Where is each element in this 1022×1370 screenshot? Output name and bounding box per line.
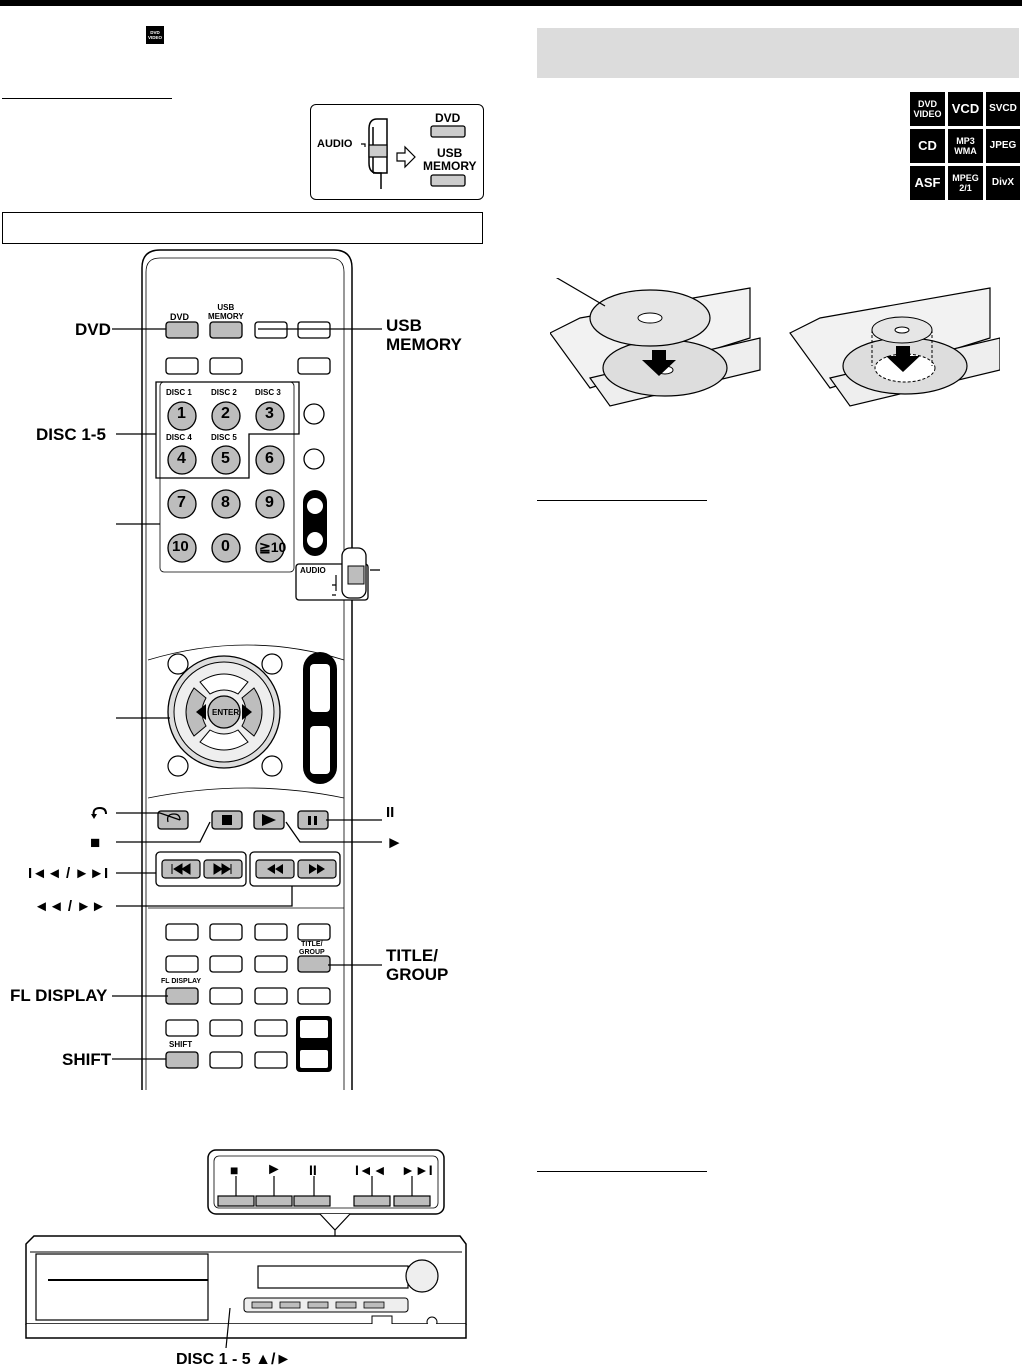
remote-disc1-label: DISC 1 bbox=[166, 388, 192, 397]
remote-audio-label: AUDIO bbox=[300, 566, 326, 575]
audio-switch-audio-label: AUDIO bbox=[317, 138, 353, 150]
unit-next-label: ►►I bbox=[401, 1162, 433, 1178]
num-3-button[interactable]: 3 bbox=[265, 405, 274, 422]
dvd-video-badge-small: DVD VIDEO bbox=[146, 26, 164, 44]
num-plus10-button[interactable]: ≧10 bbox=[259, 539, 287, 555]
note-box bbox=[2, 212, 483, 244]
enter-button[interactable]: ENTER bbox=[212, 708, 240, 717]
audio-switch-dvd-label: DVD bbox=[435, 111, 461, 125]
label-pause: II bbox=[386, 804, 395, 821]
top-rule bbox=[0, 0, 1022, 6]
label-shift: SHIFT bbox=[62, 1050, 112, 1069]
audio-switch-illustration: AUDIO DVD USB MEMORY bbox=[310, 104, 484, 200]
main-unit bbox=[25, 1149, 467, 1348]
remote-disc5-label: DISC 5 bbox=[211, 433, 237, 442]
heading-underline bbox=[2, 98, 172, 99]
num-10-button[interactable]: 10 bbox=[172, 538, 189, 555]
num-0-button[interactable]: 0 bbox=[221, 538, 230, 555]
remote-title-group-button-text[interactable]: TITLE/GROUP bbox=[299, 941, 325, 956]
num-4-button[interactable]: 4 bbox=[177, 450, 186, 467]
remote-disc3-label: DISC 3 bbox=[255, 388, 281, 397]
label-search: ◄◄ / ►► bbox=[34, 898, 106, 915]
badge-vcd: VCD bbox=[948, 92, 983, 126]
label-unit-disc: DISC 1 - 5 ▲/► bbox=[176, 1351, 292, 1368]
remote-shift-button-text[interactable]: SHIFT bbox=[169, 1040, 193, 1049]
label-skip: I◄◄ / ►►I bbox=[28, 865, 109, 882]
heading-underline-2 bbox=[537, 500, 707, 501]
badge-svcd: SVCD bbox=[986, 92, 1020, 126]
label-dvd: DVD bbox=[75, 320, 111, 339]
num-6-button[interactable]: 6 bbox=[265, 450, 274, 467]
label-fl-display: FL DISPLAY bbox=[10, 986, 108, 1005]
num-9-button[interactable]: 9 bbox=[265, 494, 274, 511]
badge-cd: CD bbox=[910, 129, 945, 163]
badge-divx: DivX bbox=[986, 166, 1020, 200]
label-disc-1-5: DISC 1-5 bbox=[36, 425, 106, 444]
badge-asf: ASF bbox=[910, 166, 945, 200]
num-1-button[interactable]: 1 bbox=[177, 405, 186, 422]
repeat-icon bbox=[91, 806, 107, 819]
disc-loading-illustrations bbox=[550, 278, 1000, 407]
disc-loading-left bbox=[550, 278, 761, 407]
heading-underline-3 bbox=[537, 1171, 707, 1172]
audio-switch-usb-label: USB bbox=[437, 146, 463, 160]
num-2-button[interactable]: 2 bbox=[221, 405, 230, 422]
audio-switch-memory-label: MEMORY bbox=[423, 159, 477, 173]
disc-loading-right bbox=[789, 287, 1000, 407]
audio-switch-drawing bbox=[361, 118, 466, 189]
label-stop: ■ bbox=[90, 833, 101, 852]
unit-pause-label: II bbox=[309, 1162, 317, 1178]
label-play: ► bbox=[386, 833, 403, 852]
remote-control bbox=[141, 249, 369, 1090]
remote-disc2-label: DISC 2 bbox=[211, 388, 237, 397]
remote-dvd-button-text[interactable]: DVD bbox=[170, 312, 190, 322]
num-7-button[interactable]: 7 bbox=[177, 494, 186, 511]
badge-jpeg: JPEG bbox=[986, 129, 1020, 163]
section-heading-box bbox=[537, 28, 1019, 78]
remote-fl-display-button-text[interactable]: FL DISPLAY bbox=[161, 978, 202, 985]
unit-prev-label: I◄◄ bbox=[355, 1162, 387, 1178]
num-5-button[interactable]: 5 bbox=[221, 450, 230, 467]
label-title-group: TITLE/GROUP bbox=[386, 946, 449, 984]
unit-play-label: ► bbox=[266, 1161, 282, 1178]
num-8-button[interactable]: 8 bbox=[221, 494, 230, 511]
remote-disc4-label: DISC 4 bbox=[166, 433, 192, 442]
unit-stop-label: ■ bbox=[230, 1162, 239, 1178]
